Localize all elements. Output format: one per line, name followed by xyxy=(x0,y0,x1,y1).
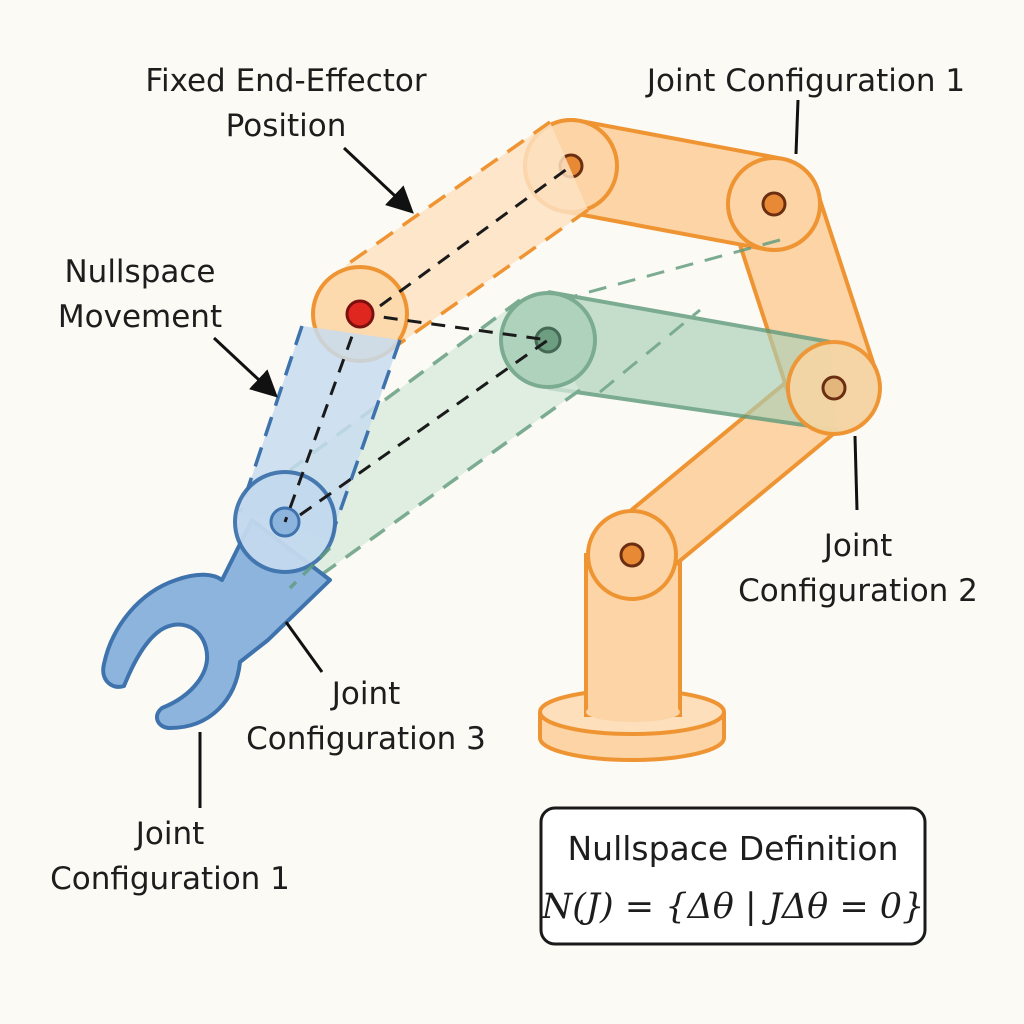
label-joint-config-1-bottom-2: Configuration 1 xyxy=(50,861,290,897)
annotation-lines xyxy=(198,99,859,808)
green-link-upper xyxy=(548,292,838,430)
robot-base xyxy=(538,553,726,762)
dashed-connections xyxy=(283,164,572,523)
label-joint-config-2-2: Configuration 2 xyxy=(738,573,978,609)
green-arm xyxy=(288,238,839,592)
label-joint-config-2-1: Joint xyxy=(822,528,893,564)
labels: Fixed End-Effector Position Joint Config… xyxy=(50,63,978,897)
green-link-lower xyxy=(290,300,580,590)
label-fixed-end-effector-2: Position xyxy=(226,108,347,144)
label-joint-config-3-2: Configuration 3 xyxy=(246,721,486,757)
end-effector-dot xyxy=(345,299,375,329)
definition-formula: N(J) = {Δθ | JΔθ = 0} xyxy=(541,887,925,927)
label-nullspace-movement-2: Movement xyxy=(58,299,222,335)
definition-title: Nullspace Definition xyxy=(567,829,898,868)
label-nullspace-movement-1: Nullspace xyxy=(64,254,215,290)
nullspace-definition-box: Nullspace Definition N(J) = {Δθ | JΔθ = … xyxy=(539,806,927,946)
label-fixed-end-effector-1: Fixed End-Effector xyxy=(145,63,426,99)
label-joint-config-1-top: Joint Configuration 1 xyxy=(645,63,965,99)
label-joint-config-1-bottom-1: Joint xyxy=(134,816,205,852)
label-joint-config-3-1: Joint xyxy=(330,676,401,712)
